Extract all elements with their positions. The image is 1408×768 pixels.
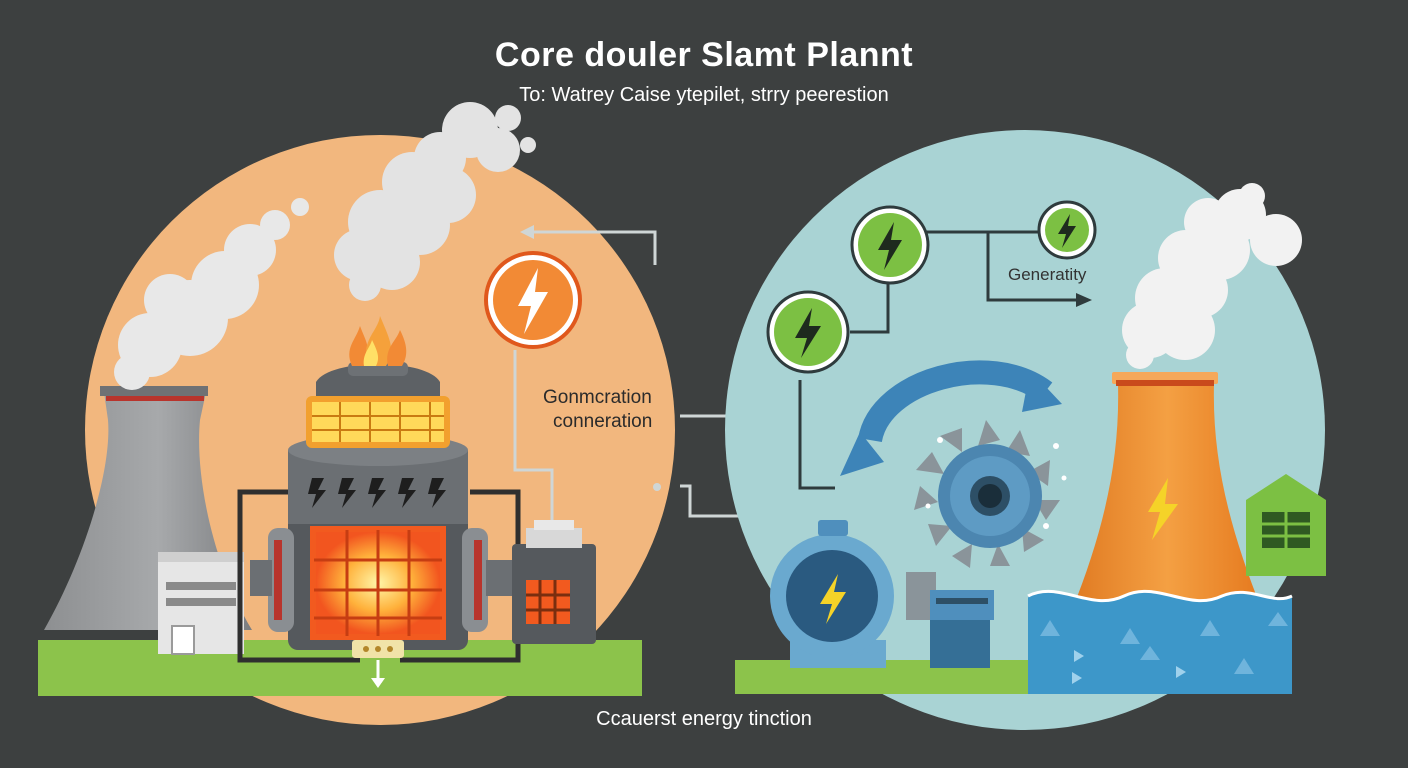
left-label-line2: conneration [553,411,653,432]
bottom-caption: Ccauerst energy tinction [596,708,812,730]
flow-lines [513,230,765,520]
lightning-bolt-icon [850,205,930,285]
right-label: Generatity [1008,265,1087,284]
transformer-unit [512,520,596,644]
arrow-down-icon [371,660,385,688]
arrow-right-icon [1076,293,1092,307]
building-icon [1246,474,1326,576]
steam-cloud-icon [114,198,309,390]
reactor-dome [306,362,450,448]
office-building [158,552,244,655]
steam-cloud-icon [1122,183,1302,369]
lightning-bolt-icon [1037,200,1097,260]
page-title: Core douler Slamt Plannt [494,36,914,74]
page-subtitle: To: Watrey Caise ytepilet, strry peerest… [519,84,889,106]
steam-cloud-icon [334,102,536,301]
orange-cooling-tower [1072,372,1262,610]
circulation-arrow-icon [840,360,1062,476]
flame-icon [349,316,407,366]
water-wave-icon [1027,589,1293,694]
reactor-vessel [250,434,516,658]
turbine [914,420,1067,568]
lightning-bolt-icon [484,251,582,349]
pump-motor [770,520,994,668]
left-label-line1: Gonmcration [543,387,652,408]
lightning-bolt-icon [766,290,850,374]
